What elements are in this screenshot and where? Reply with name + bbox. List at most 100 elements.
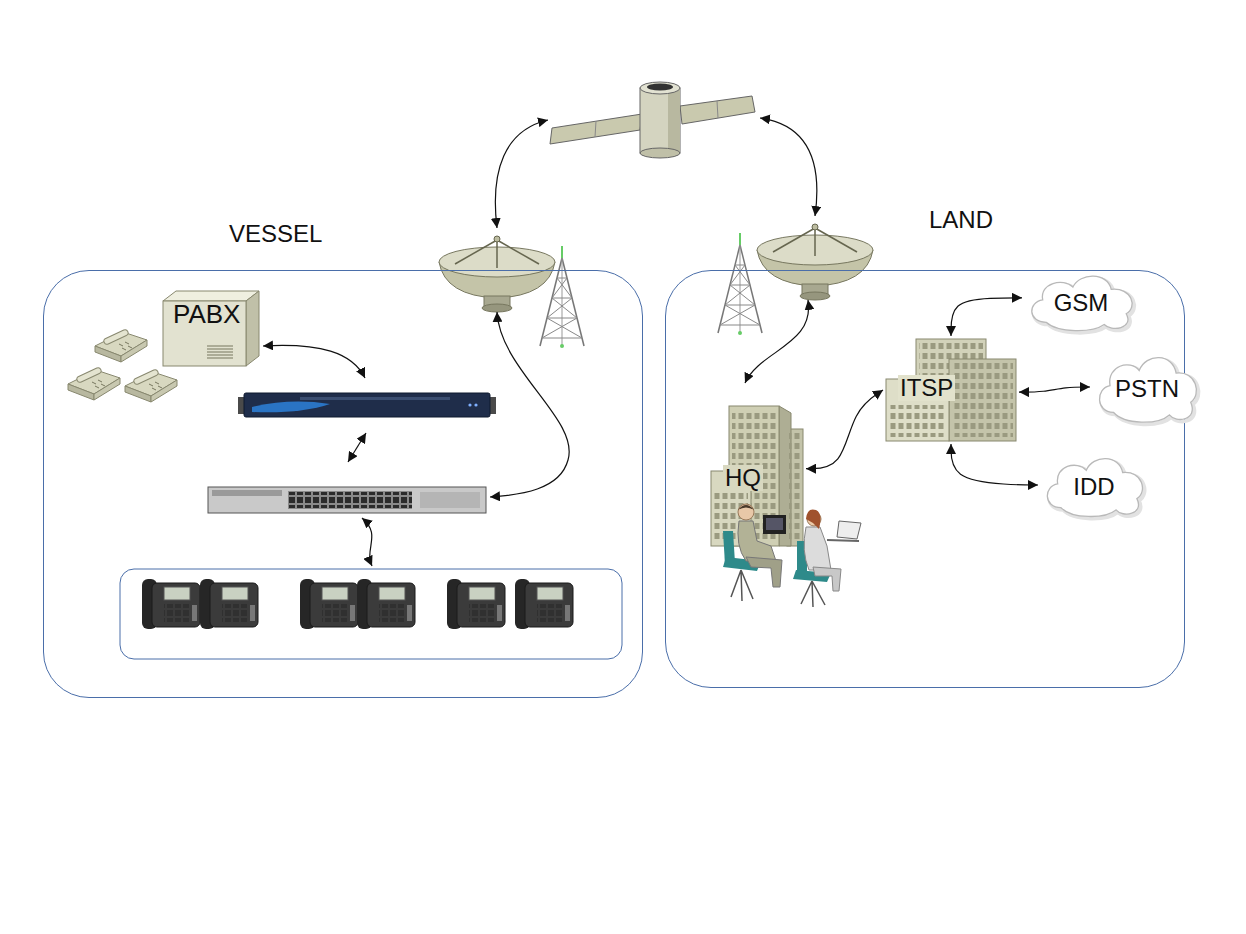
vent-line bbox=[207, 346, 233, 347]
voip-gateway bbox=[252, 402, 330, 413]
voip-gateway bbox=[468, 403, 471, 406]
region-label: VESSEL bbox=[229, 221, 322, 247]
monitor-screen bbox=[766, 518, 783, 530]
ip-phone bbox=[357, 579, 415, 629]
wire bbox=[490, 312, 569, 497]
pabx-box: PABX bbox=[161, 289, 263, 369]
ip-phone bbox=[447, 579, 505, 629]
connector bbox=[806, 390, 883, 469]
cloud bbox=[1047, 459, 1144, 519]
cloud-outline bbox=[1047, 459, 1142, 517]
person bbox=[813, 567, 841, 591]
connector bbox=[951, 298, 1022, 336]
network-switch bbox=[208, 487, 486, 513]
building-wing bbox=[787, 429, 803, 546]
satellite bbox=[680, 96, 755, 124]
cloud-outline bbox=[1100, 358, 1197, 423]
satellite bbox=[550, 114, 642, 144]
person bbox=[804, 527, 831, 570]
wire bbox=[348, 433, 366, 462]
node-label: ITSP bbox=[898, 375, 955, 401]
connector bbox=[1019, 387, 1090, 392]
vent-line bbox=[207, 358, 233, 359]
window-grid bbox=[889, 405, 946, 437]
node-label: PSTN bbox=[1115, 376, 1179, 402]
satellite bbox=[640, 88, 680, 153]
wire bbox=[263, 345, 365, 378]
box-side bbox=[246, 291, 259, 366]
vent-line bbox=[207, 349, 233, 350]
network-switch bbox=[288, 491, 412, 509]
node-label: PABX bbox=[173, 300, 240, 329]
radio-tower bbox=[540, 246, 584, 348]
person-head bbox=[738, 504, 754, 520]
wire bbox=[745, 300, 809, 383]
voip-gateway bbox=[244, 393, 490, 417]
node-label: IDD bbox=[1073, 474, 1114, 500]
radio-tower bbox=[718, 233, 762, 335]
window-grid bbox=[789, 433, 801, 541]
cloud bbox=[1100, 358, 1199, 425]
voip-gateway bbox=[300, 397, 450, 400]
laptop bbox=[827, 540, 859, 541]
ip-phone bbox=[515, 579, 573, 629]
wire bbox=[495, 120, 548, 228]
building-wing bbox=[949, 359, 1016, 441]
building bbox=[711, 406, 861, 607]
voip-gateway bbox=[474, 403, 477, 406]
network-switch bbox=[288, 492, 412, 508]
person bbox=[746, 557, 782, 587]
ip-phone bbox=[142, 579, 200, 629]
pabx-box bbox=[163, 291, 259, 366]
ip-phone bbox=[300, 579, 358, 629]
wire bbox=[362, 518, 372, 566]
building: ITSP bbox=[884, 337, 1018, 443]
hair bbox=[738, 505, 754, 510]
voip-gateway bbox=[238, 393, 496, 417]
hair bbox=[806, 509, 820, 529]
wire bbox=[263, 118, 817, 566]
building: HQ bbox=[709, 403, 805, 549]
laptop bbox=[837, 521, 861, 539]
region-label: LAND bbox=[929, 207, 993, 233]
chair-legs bbox=[731, 570, 753, 601]
ip-phone bbox=[200, 579, 258, 629]
wire bbox=[760, 118, 817, 216]
phone-group-box bbox=[120, 569, 622, 659]
satellite bbox=[595, 121, 596, 137]
region-panel: VESSELPABX bbox=[43, 270, 643, 698]
network-cloud: IDD bbox=[1039, 451, 1149, 519]
vent-line bbox=[207, 352, 233, 353]
connector bbox=[951, 444, 1038, 485]
box-front bbox=[163, 301, 246, 366]
cloud-outline bbox=[1032, 276, 1132, 330]
cloud bbox=[1032, 276, 1134, 332]
network-switch bbox=[420, 492, 480, 508]
network-cloud: PSTN bbox=[1091, 349, 1203, 425]
satellite bbox=[640, 148, 680, 158]
network-switch bbox=[212, 490, 282, 496]
dish-antenna bbox=[757, 224, 873, 300]
vent-line bbox=[207, 355, 233, 356]
network-cloud: GSM bbox=[1023, 269, 1139, 333]
satellite bbox=[647, 84, 673, 91]
dish-antenna bbox=[439, 236, 555, 312]
analog-phone bbox=[95, 329, 147, 362]
satellite bbox=[668, 88, 680, 153]
analog-phone bbox=[125, 369, 177, 402]
satellite bbox=[640, 82, 680, 94]
building bbox=[886, 339, 1016, 441]
satellite bbox=[550, 82, 755, 158]
network-switch bbox=[208, 487, 486, 513]
monitor bbox=[763, 515, 786, 534]
region-panel: LANDHQITSPGSMPSTNIDD bbox=[665, 270, 1185, 688]
satellite bbox=[717, 101, 718, 118]
window-grid bbox=[953, 363, 1013, 437]
node-label: GSM bbox=[1054, 290, 1109, 316]
chair-legs bbox=[801, 581, 825, 607]
analog-phone bbox=[68, 367, 120, 400]
node-label: HQ bbox=[723, 465, 763, 491]
